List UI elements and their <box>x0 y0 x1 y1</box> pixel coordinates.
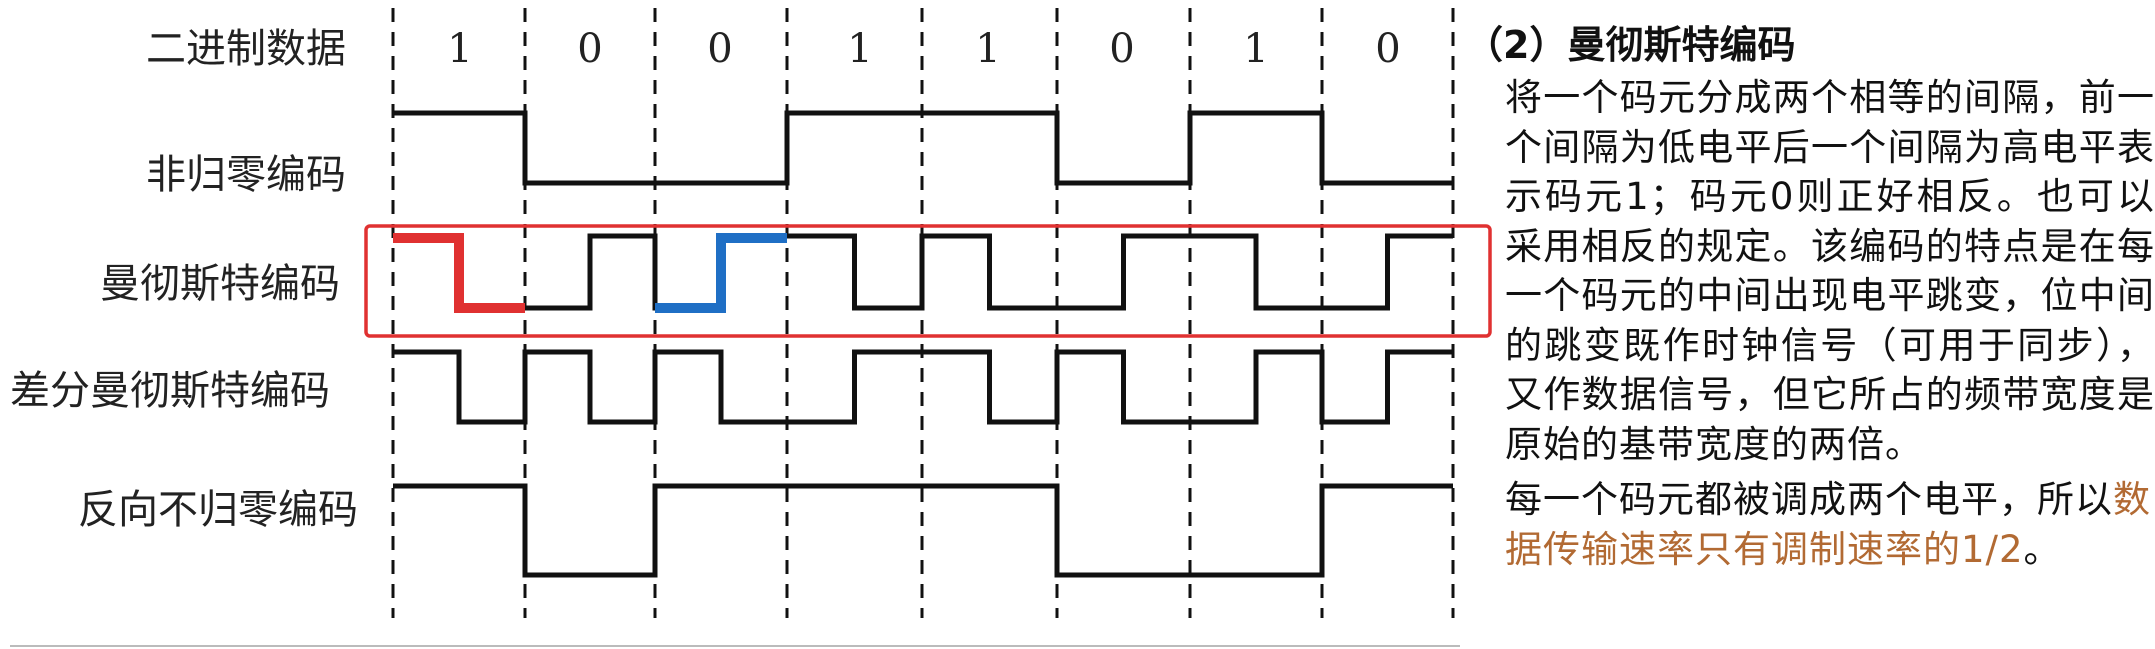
label-nrz: 非归零编码 <box>146 152 346 198</box>
manchester-highlight-box <box>364 224 1492 338</box>
bit-labels: 1 0 0 1 1 0 1 0 <box>447 26 1400 72</box>
rate-note: 每一个码元都被调成两个电平，所以数据传输速率只有调制速率的1/2。 <box>1505 475 2155 574</box>
bit-label: 0 <box>1375 26 1400 72</box>
rate-note-prefix: 每一个码元都被调成两个电平，所以 <box>1505 478 2113 521</box>
differential-manchester-waveform <box>393 349 1453 425</box>
section-title: （2）曼彻斯特编码 <box>1465 23 1796 67</box>
bit-label: 1 <box>975 26 1000 72</box>
rate-note-suffix: 。 <box>2023 527 2062 571</box>
manchester-waveform <box>393 233 1453 311</box>
nrz-waveform <box>393 110 1453 186</box>
label-nrzi: 反向不归零编码 <box>78 487 358 533</box>
manchester-explanation-panel: （2）曼彻斯特编码 将一个码元分成两个相等的间隔，前一个间隔为低电平后一个间隔为… <box>1465 14 2155 574</box>
rate-note-highlight: 数据传输速率只有调制速率的1/2 <box>1505 478 2151 571</box>
bit-label: 1 <box>447 26 472 72</box>
bit-label: 0 <box>577 26 602 72</box>
bit0-example-highlight <box>655 233 787 313</box>
label-binary-data: 二进制数据 <box>146 26 346 72</box>
bit-boundary-lines <box>391 8 1455 618</box>
description-paragraph: 将一个码元分成两个相等的间隔，前一个间隔为低电平后一个间隔为高电平表示码元1；码… <box>1505 76 2155 466</box>
bit-label: 0 <box>1109 26 1134 72</box>
bit1-example-highlight <box>393 233 525 313</box>
bit-label: 1 <box>847 26 872 72</box>
bit-label: 1 <box>1243 26 1268 72</box>
nrzi-waveform <box>393 483 1453 578</box>
label-differential-manchester: 差分曼彻斯特编码 <box>10 368 330 414</box>
bit-label: 0 <box>707 26 732 72</box>
label-manchester: 曼彻斯特编码 <box>100 261 340 307</box>
